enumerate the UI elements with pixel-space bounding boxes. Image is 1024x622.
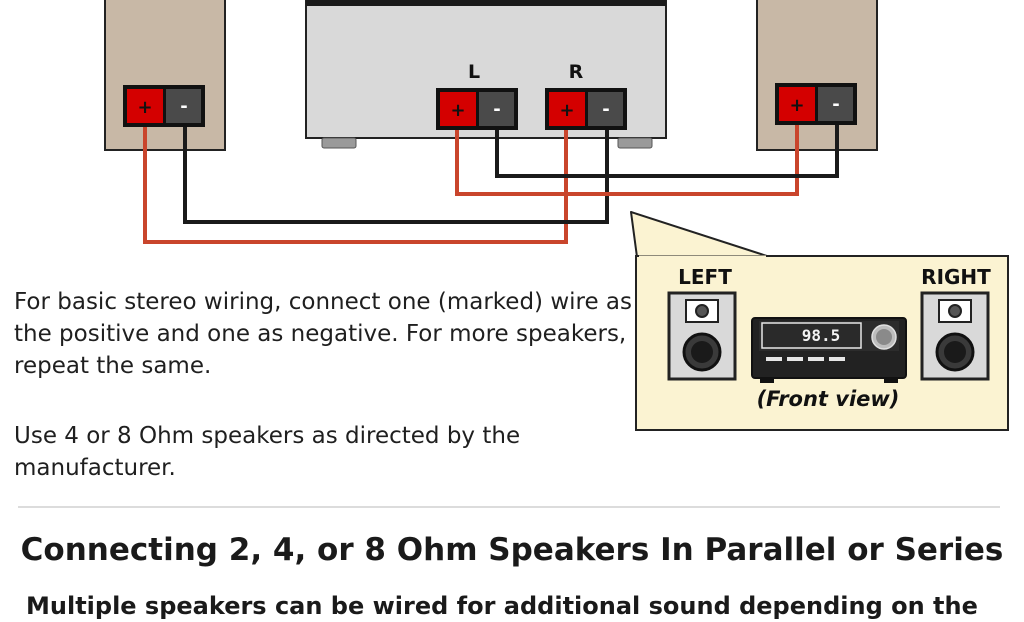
wire-right-positive (455, 124, 799, 196)
negative-sign: - (602, 99, 609, 120)
receiver-front-icon: 98.5 (751, 317, 907, 383)
mini-right-speaker-icon (920, 291, 990, 381)
callout-left-label: LEFT (678, 265, 732, 289)
wiring-diagram: L R + - + - + - + - (104, 0, 1009, 431)
receiver-display-value: 98.5 (802, 326, 841, 345)
positive-sign: + (450, 100, 465, 121)
wires (143, 124, 839, 244)
amp-left-terminals: + - (436, 88, 518, 130)
ohm-speakers-paragraph: Use 4 or 8 Ohm speakers as directed by t… (14, 423, 521, 481)
stereo-wiring-paragraph: For basic stereo wiring, connect one (ma… (14, 289, 633, 379)
right-speaker-terminals: + - (775, 83, 857, 125)
front-view-callout: LEFT RIGHT 98.5 (630, 211, 1009, 431)
wire-left-positive (143, 126, 568, 244)
amp-right-terminals: + - (545, 88, 627, 130)
section-heading: Connecting 2, 4, or 8 Ohm Speakers In Pa… (20, 532, 1004, 568)
amp-left-channel-label: L (468, 61, 480, 83)
left-speaker-terminals: + - (123, 85, 205, 127)
section-divider (18, 506, 1000, 508)
negative-sign: - (832, 94, 839, 115)
mini-left-speaker-icon (667, 291, 737, 381)
left-speaker (104, 0, 226, 151)
positive-sign: + (789, 95, 804, 116)
positive-sign: + (559, 100, 574, 121)
callout-caption: (Front view) (757, 387, 900, 411)
wire-right-negative (495, 124, 839, 178)
callout-right-label: RIGHT (921, 265, 991, 289)
right-speaker (756, 0, 878, 151)
section-intro-text: Multiple speakers can be wired for addit… (26, 592, 978, 620)
positive-sign: + (137, 97, 152, 118)
negative-sign: - (180, 96, 187, 117)
amp-right-channel-label: R (569, 61, 584, 83)
negative-sign: - (493, 99, 500, 120)
